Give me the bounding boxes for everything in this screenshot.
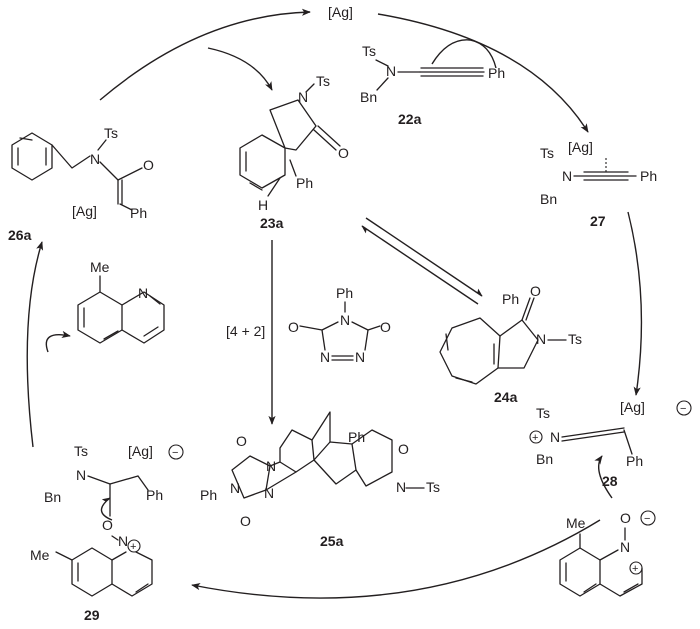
svg-text:N: N	[230, 480, 240, 496]
svg-text:−: −	[172, 447, 178, 459]
svg-text:[Ag]: [Ag]	[568, 139, 593, 155]
svg-text:O: O	[143, 157, 154, 173]
arrow-23a-to-24a	[365, 217, 483, 297]
arrow-26a-branch-to-23a	[207, 47, 273, 91]
svg-text:Ts: Ts	[316, 73, 330, 89]
compound-29: Ts N Bn [Ag] − Ph O N + Me 29	[30, 443, 184, 623]
compound-23a: N Ts O Ph H 23a	[239, 73, 349, 231]
svg-text:Ts: Ts	[426, 479, 440, 495]
svg-text:Ts: Ts	[536, 405, 550, 421]
svg-text:Ph: Ph	[336, 285, 353, 301]
svg-text:N: N	[90, 151, 100, 167]
svg-text:N: N	[298, 89, 308, 105]
svg-text:Ph: Ph	[296, 175, 313, 191]
svg-text:O: O	[102, 517, 113, 533]
label-29: 29	[84, 607, 100, 623]
svg-text:N: N	[266, 458, 276, 474]
compound-22a: Ts N Bn Ph 22a	[360, 43, 505, 127]
svg-text:N: N	[386, 63, 396, 79]
compound-27: [Ag] Ts N Bn Ph 27	[540, 139, 657, 229]
svg-text:N: N	[562, 168, 572, 184]
svg-text:Ts: Ts	[74, 443, 88, 459]
svg-text:Ph: Ph	[502, 291, 519, 307]
svg-text:H: H	[258, 197, 268, 213]
svg-text:Ts: Ts	[540, 145, 554, 161]
label-26a: 26a	[8, 227, 32, 243]
label-25a: 25a	[320, 533, 344, 549]
arrow-22a-entry	[431, 39, 497, 69]
svg-text:[Ag]: [Ag]	[128, 443, 153, 459]
svg-text:N: N	[396, 479, 406, 495]
svg-text:O: O	[288, 319, 299, 335]
svg-text:Me: Me	[90, 259, 110, 275]
arrow-quinoline-release	[45, 330, 71, 353]
catalyst-label: [Ag]	[328, 4, 353, 20]
svg-text:Bn: Bn	[360, 89, 377, 105]
svg-text:N: N	[550, 429, 560, 445]
svg-text:Bn: Bn	[44, 489, 61, 505]
svg-text:Ph: Ph	[640, 168, 657, 184]
svg-text:+: +	[130, 541, 136, 553]
svg-text:+: +	[532, 432, 538, 444]
svg-text:Ph: Ph	[130, 205, 147, 221]
svg-text:N: N	[536, 331, 546, 347]
svg-text:Bn: Bn	[536, 451, 553, 467]
svg-text:O: O	[620, 510, 631, 526]
label-28: 28	[602, 473, 618, 489]
arrow-27-to-28	[627, 211, 643, 396]
label-23a: 23a	[260, 215, 284, 231]
svg-text:O: O	[338, 145, 349, 161]
svg-text:O: O	[236, 433, 247, 449]
svg-text:Ts: Ts	[104, 125, 118, 141]
svg-text:Bn: Bn	[540, 191, 557, 207]
svg-text:N: N	[76, 467, 86, 483]
svg-text:O: O	[380, 319, 391, 335]
compound-26a: N Ts O [Ag] Ph 26a	[8, 125, 154, 243]
svg-text:Ph: Ph	[488, 65, 505, 81]
svg-text:O: O	[530, 283, 541, 299]
compound-8-methylquinoline: Me N	[77, 259, 165, 344]
arrow-24a-to-23a	[361, 225, 479, 305]
compound-24a: O Ph N Ts 24a	[439, 283, 582, 405]
svg-text:Ph: Ph	[200, 487, 217, 503]
label-22a: 22a	[398, 111, 422, 127]
svg-text:−: −	[644, 513, 650, 525]
arrow-28-to-29	[191, 519, 601, 599]
svg-text:[Ag]: [Ag]	[72, 203, 97, 219]
svg-text:N: N	[620, 539, 630, 555]
svg-text:Ph: Ph	[348, 429, 365, 445]
svg-text:N: N	[138, 285, 148, 301]
compound-25a: O O N N N Ph Ph O N Ts 25a	[200, 411, 440, 549]
svg-text:Me: Me	[566, 515, 586, 531]
cycle-arrows	[26, 8, 643, 599]
svg-text:N: N	[320, 349, 330, 365]
svg-text:Ts: Ts	[568, 331, 582, 347]
svg-text:Ts: Ts	[362, 43, 376, 59]
svg-text:Ph: Ph	[146, 487, 163, 503]
arrow-ag-to-27	[377, 13, 589, 133]
svg-text:+: +	[632, 563, 638, 575]
compound-28: Ts + N Bn [Ag] − Ph 28	[529, 399, 692, 489]
svg-text:O: O	[240, 513, 251, 529]
label-24a: 24a	[494, 389, 518, 405]
svg-text:N: N	[355, 349, 365, 365]
svg-text:[Ag]: [Ag]	[620, 399, 645, 415]
arrow-26a-to-ag	[99, 8, 311, 101]
label-27: 27	[590, 213, 606, 229]
compound-quinoline-n-oxide: Me O − N +	[559, 510, 656, 597]
arrow-n-oxide-entry	[594, 455, 613, 499]
compound-ptad: Ph N O O N N [4 + 2]	[226, 285, 391, 365]
arrow-29-to-26a	[26, 241, 44, 448]
reaction-label-4-2: [4 + 2]	[226, 323, 265, 339]
svg-text:−: −	[680, 403, 686, 415]
svg-text:N: N	[264, 485, 274, 501]
svg-text:Me: Me	[30, 547, 50, 563]
svg-text:N: N	[118, 533, 128, 549]
svg-text:O: O	[398, 441, 409, 457]
svg-text:N: N	[340, 312, 350, 328]
svg-text:Ph: Ph	[626, 453, 643, 469]
